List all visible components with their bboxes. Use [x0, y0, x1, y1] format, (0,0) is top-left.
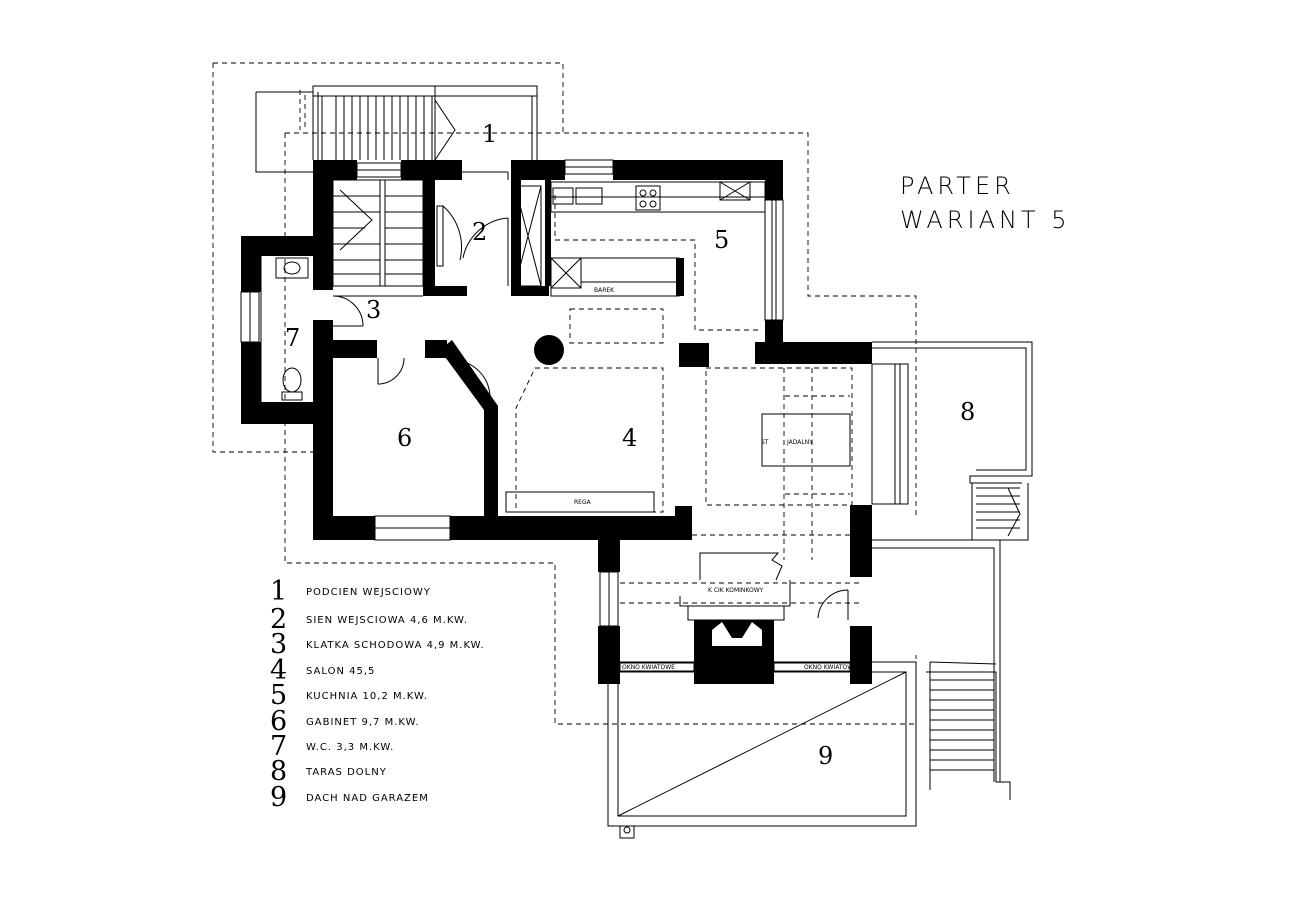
legend-item: 2 SIEN WEJSCIOWA 4,6 M.KW.: [270, 604, 468, 635]
svg-text:2: 2: [270, 604, 287, 635]
terrace: [872, 341, 1033, 541]
room-number-6: 6: [397, 424, 412, 452]
kitchen-fittings: [550, 181, 766, 297]
svg-text:4: 4: [270, 655, 287, 686]
label-okno-left: OKNO KWIATOWE: [622, 664, 675, 671]
room-number-4: 4: [622, 424, 637, 452]
svg-text:8: 8: [270, 756, 287, 787]
svg-text:KLATKA SCHODOWA 4,9 M.KW.: KLATKA SCHODOWA 4,9 M.KW.: [306, 640, 485, 651]
windows: [240, 159, 909, 672]
room-number-2: 2: [472, 218, 487, 246]
garage-roof: [607, 539, 1011, 839]
doors: [377, 171, 849, 620]
regal-unit: [505, 491, 655, 513]
legend-item: 5 KUCHNIA 10,2 M.KW.: [270, 680, 428, 711]
legend: 1 PODCIEN WEJSCIOWY 2 SIEN WEJSCIOWA 4,6…: [270, 576, 485, 813]
legend-item: 1 PODCIEN WEJSCIOWY: [270, 576, 431, 607]
svg-text:3: 3: [270, 629, 287, 660]
label-barek: BAREK: [594, 287, 615, 294]
legend-item: 8 TARAS DOLNY: [270, 756, 387, 787]
label-jadalny: JADALNY: [786, 439, 813, 446]
legend-item: 7 W.C. 3,3 M.KW.: [270, 731, 394, 762]
interior-stairs: [332, 179, 424, 327]
column: [534, 335, 564, 365]
svg-text:SALON 45,5: SALON 45,5: [306, 666, 375, 677]
furniture-labels: BAREK REGA ST JADALNY K CIK KOMINKOWY OK…: [574, 287, 857, 671]
room-number-7: 7: [285, 324, 300, 352]
room-number-8: 8: [960, 398, 975, 426]
room-number-3: 3: [366, 296, 381, 324]
label-regal: REGA: [574, 499, 592, 506]
walls: [241, 160, 872, 684]
room-numbers: 1 2 3 4 5 6 7 8 9: [285, 120, 975, 770]
svg-text:W.C. 3,3 M.KW.: W.C. 3,3 M.KW.: [306, 742, 394, 753]
svg-text:5: 5: [270, 680, 287, 711]
svg-text:DACH NAD GARAZEM: DACH NAD GARAZEM: [306, 793, 429, 804]
label-kominek: K CIK KOMINKOWY: [708, 587, 764, 594]
legend-item: 3 KLATKA SCHODOWA 4,9 M.KW.: [270, 629, 485, 660]
title-line-2: WARIANT 5: [900, 206, 1071, 234]
room-number-9: 9: [818, 742, 833, 770]
wc-fittings: [260, 256, 309, 402]
label-stol: ST: [761, 439, 769, 446]
plan-title: PARTER WARIANT 5: [900, 172, 1071, 234]
svg-text:1: 1: [270, 576, 287, 607]
svg-text:6: 6: [270, 706, 287, 737]
svg-text:SIEN WEJSCIOWA 4,6 M.KW.: SIEN WEJSCIOWA 4,6 M.KW.: [306, 615, 468, 626]
svg-text:KUCHNIA 10,2 M.KW.: KUCHNIA 10,2 M.KW.: [306, 691, 428, 702]
legend-item: 6 GABINET 9,7 M.KW.: [270, 706, 420, 737]
svg-text:7: 7: [270, 731, 287, 762]
svg-text:PODCIEN WEJSCIOWY: PODCIEN WEJSCIOWY: [306, 587, 431, 598]
svg-text:TARAS DOLNY: TARAS DOLNY: [305, 767, 387, 778]
dining-table: [761, 413, 851, 467]
room-number-5: 5: [714, 226, 729, 254]
room-number-1: 1: [482, 120, 497, 148]
svg-text:9: 9: [270, 782, 287, 813]
legend-item: 4 SALON 45,5: [270, 655, 375, 686]
svg-text:GABINET 9,7 M.KW.: GABINET 9,7 M.KW.: [306, 717, 420, 728]
label-okno-right: OKNO KWIATOWE: [804, 664, 857, 671]
title-line-1: PARTER: [900, 172, 1015, 200]
stair-treads-top: [335, 96, 433, 160]
entrance-stairs: [255, 85, 538, 173]
legend-item: 9 DACH NAD GARAZEM: [270, 782, 429, 813]
